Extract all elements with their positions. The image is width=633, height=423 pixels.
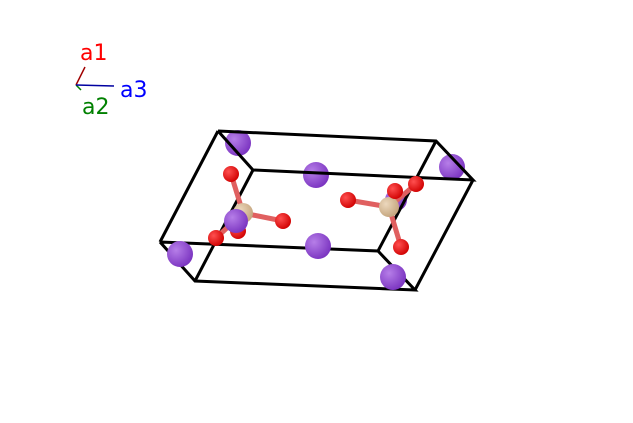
o-atom[interactable] bbox=[408, 176, 424, 192]
cell-edge bbox=[158, 130, 220, 243]
k-atom[interactable] bbox=[224, 209, 248, 233]
k-atom[interactable] bbox=[439, 154, 465, 180]
a3-axis-line bbox=[75, 84, 115, 87]
k-atom[interactable] bbox=[167, 241, 193, 267]
a1-axis-line bbox=[75, 66, 86, 86]
o-atom[interactable] bbox=[208, 230, 224, 246]
cell-edge bbox=[216, 129, 477, 182]
k-atom[interactable] bbox=[225, 130, 251, 156]
cell-edge bbox=[413, 179, 475, 291]
p-atom[interactable] bbox=[379, 197, 399, 217]
k-atom[interactable] bbox=[303, 162, 329, 188]
o-atom[interactable] bbox=[275, 213, 291, 229]
k-atom[interactable] bbox=[380, 264, 406, 290]
front-atoms bbox=[167, 166, 424, 290]
cell-edge bbox=[193, 169, 255, 282]
cell-edge bbox=[376, 140, 438, 252]
a2-label: a2 bbox=[82, 95, 109, 120]
a3-label: a3 bbox=[120, 78, 147, 103]
a1-label: a1 bbox=[80, 41, 107, 66]
o-atom[interactable] bbox=[387, 183, 403, 199]
axis-indicator: a1 a2 a3 bbox=[75, 41, 147, 120]
cell-edge bbox=[158, 240, 419, 292]
a2-axis-line bbox=[75, 84, 82, 91]
o-atom[interactable] bbox=[340, 192, 356, 208]
k-atom[interactable] bbox=[305, 233, 331, 259]
unit-cell bbox=[158, 129, 477, 292]
o-atom[interactable] bbox=[393, 239, 409, 255]
o-atom[interactable] bbox=[223, 166, 239, 182]
